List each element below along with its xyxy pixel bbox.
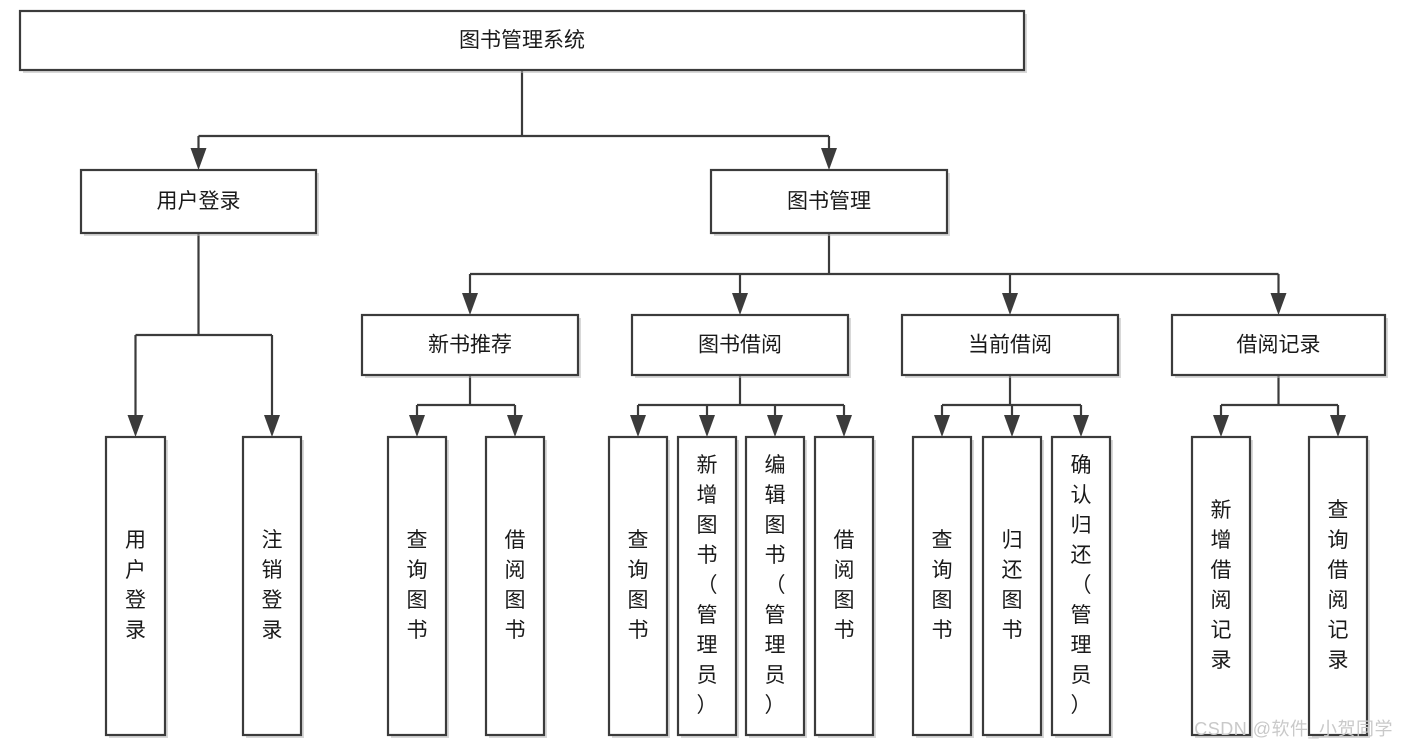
node-leaf10[interactable]: 归还图书 <box>981 435 1044 738</box>
node-label: 新增图书（管理员） <box>697 454 718 717</box>
node-current[interactable]: 当前借阅 <box>900 313 1121 378</box>
node-leaf12[interactable]: 新增借阅记录 <box>1190 435 1253 738</box>
node-leaf4[interactable]: 借阅图书 <box>484 435 547 738</box>
node-login[interactable]: 用户登录 <box>79 168 319 236</box>
node-label: 图书借阅 <box>698 334 782 357</box>
node-label: 借阅记录 <box>1237 334 1321 357</box>
node-box[interactable] <box>630 313 850 377</box>
node-newbook[interactable]: 新书推荐 <box>360 313 581 378</box>
node-bookmgmt[interactable]: 图书管理 <box>709 168 950 236</box>
node-box[interactable] <box>607 435 669 737</box>
node-leaf3[interactable]: 查询图书 <box>386 435 449 738</box>
node-box[interactable] <box>911 435 973 737</box>
connector-group-login <box>127 233 280 437</box>
node-label: 借阅图书 <box>834 529 855 642</box>
node-leaf2[interactable]: 注销登录 <box>241 435 304 738</box>
node-box[interactable] <box>676 435 738 737</box>
node-box[interactable] <box>104 435 167 737</box>
node-leaf8[interactable]: 借阅图书 <box>813 435 876 738</box>
node-label: 查询图书 <box>407 529 428 642</box>
node-label: 新书推荐 <box>428 334 512 357</box>
node-label: 查询图书 <box>628 529 649 642</box>
node-label: 图书管理系统 <box>459 29 585 52</box>
node-label: 用户登录 <box>157 190 241 213</box>
node-layer: 图书管理系统用户登录图书管理新书推荐图书借阅当前借阅借阅记录用户登录注销登录查询… <box>18 9 1388 738</box>
watermark-label: CSDN @软件_小贺同学 <box>1194 719 1393 739</box>
node-label: 新增借阅记录 <box>1211 499 1232 672</box>
node-box[interactable] <box>386 435 448 737</box>
node-box[interactable] <box>1190 435 1252 737</box>
node-box[interactable] <box>900 313 1120 377</box>
node-label: 用户登录 <box>125 529 146 642</box>
node-label: 借阅图书 <box>505 529 526 642</box>
node-root[interactable]: 图书管理系统 <box>18 9 1027 73</box>
node-label: 图书管理 <box>787 190 871 213</box>
connector-group-current <box>934 375 1089 437</box>
node-label: 归还图书 <box>1002 529 1023 642</box>
node-box[interactable] <box>813 435 875 737</box>
node-label: 查询借阅记录 <box>1328 499 1349 672</box>
node-box[interactable] <box>360 313 580 377</box>
node-box[interactable] <box>1307 435 1369 737</box>
node-label: 确认归还（管理员） <box>1071 454 1092 717</box>
node-box[interactable] <box>18 9 1026 72</box>
node-label: 查询图书 <box>932 529 953 642</box>
node-box[interactable] <box>79 168 318 235</box>
connector-group-root <box>190 70 837 170</box>
connector-group-bookmgmt <box>462 233 1287 315</box>
node-leaf7[interactable]: 编辑图书（管理员） <box>744 435 807 738</box>
node-leaf11[interactable]: 确认归还（管理员） <box>1050 435 1113 738</box>
node-box[interactable] <box>1170 313 1387 377</box>
node-label: 当前借阅 <box>968 334 1052 357</box>
node-leaf5[interactable]: 查询图书 <box>607 435 670 738</box>
connector-group-records <box>1213 375 1346 437</box>
connector-group-borrow <box>630 375 852 437</box>
node-records[interactable]: 借阅记录 <box>1170 313 1388 378</box>
node-box[interactable] <box>709 168 949 235</box>
node-box[interactable] <box>241 435 303 737</box>
node-borrow[interactable]: 图书借阅 <box>630 313 851 378</box>
node-box[interactable] <box>1050 435 1112 737</box>
node-box[interactable] <box>744 435 806 737</box>
connector-group-newbook <box>409 375 523 437</box>
node-box[interactable] <box>484 435 546 737</box>
node-leaf9[interactable]: 查询图书 <box>911 435 974 738</box>
node-leaf6[interactable]: 新增图书（管理员） <box>676 435 739 738</box>
node-box[interactable] <box>981 435 1043 737</box>
connector-layer <box>127 70 1346 437</box>
node-leaf13[interactable]: 查询借阅记录 <box>1307 435 1370 738</box>
node-leaf1[interactable]: 用户登录 <box>104 435 168 738</box>
node-label: 编辑图书（管理员） <box>765 454 786 717</box>
node-label: 注销登录 <box>262 529 283 642</box>
